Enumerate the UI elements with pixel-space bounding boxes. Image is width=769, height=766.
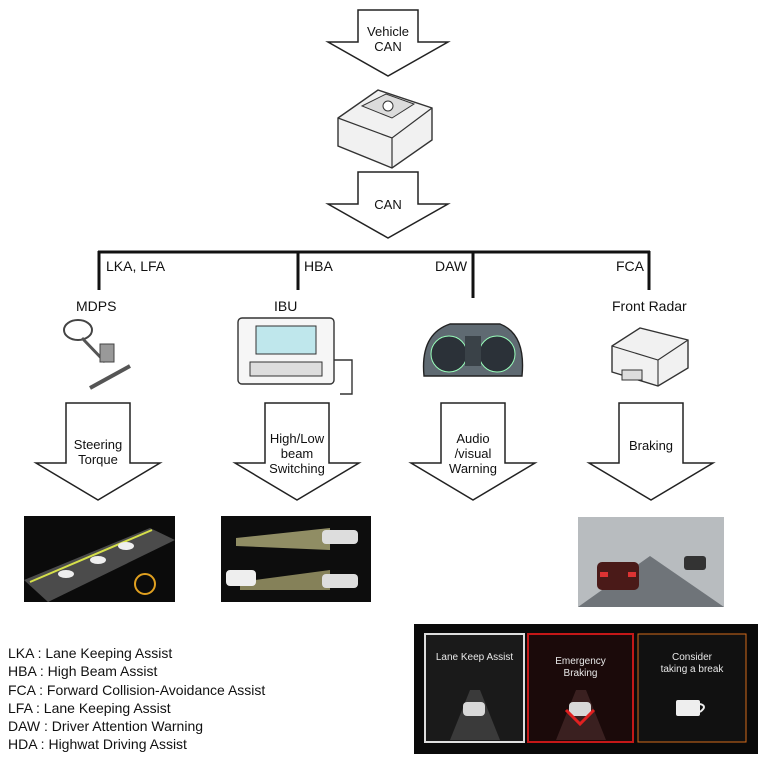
output-arrow-radar [586,402,716,501]
panel-lka-line1: Lane Keep Assist [435,652,514,663]
high-beam-image [221,516,371,602]
ibu-image [237,317,353,395]
instrument-cluster-image [422,323,524,377]
bus-label-lka-lfa: LKA, LFA [106,258,166,274]
vehicle-can-arrow [325,9,451,77]
abbreviation-legend: LKA : Lane Keeping Assist HBA : High Bea… [8,644,265,754]
legend-hda: HDA : Highwat Driving Assist [8,736,187,753]
output-daw-line2: /visual [454,446,492,461]
front-radar-image [611,327,689,387]
output-ibu-line3: Switching [269,461,325,476]
bus-label-daw: DAW [435,258,468,274]
panel-break-line2: taking a break [660,664,724,675]
output-daw-line3: Warning [449,461,497,476]
mdps-steering-image [63,319,131,390]
panel-take-a-break: Consider taking a break [638,652,746,676]
panel-braking-line1: Emergency [555,656,606,667]
output-mdps-line2: Torque [78,452,118,467]
vehicle-can-line1: Vehicle [367,24,409,39]
output-arrow-ibu [232,402,362,501]
legend-daw: DAW : Driver Attention Warning [8,718,204,735]
output-daw-line1: Audio [456,431,490,446]
unit-label-ibu: IBU [274,298,298,314]
panel-emergency-braking: Emergency Braking [528,656,633,680]
output-radar-line1: Braking [628,438,674,453]
panel-braking-line2: Braking [563,668,598,679]
legend-fca: FCA : Forward Collision-Avoidance Assist [8,681,266,698]
output-mdps-line1: Steering [73,437,123,452]
lane-keeping-image [24,516,175,602]
output-ibu-line2: beam [280,446,314,461]
cluster-warning-panel [414,624,758,754]
vehicle-can-label: Vehicle CAN [358,24,418,54]
controller-unit-image [337,89,433,169]
output-label-daw: Audio /visual Warning [437,431,509,476]
legend-lka: LKA : Lane Keeping Assist [8,645,173,661]
legend-hba: HBA : High Beam Assist [8,663,158,680]
output-ibu-line1: High/Low [269,431,325,446]
unit-label-front-radar: Front Radar [612,298,687,314]
can-label: CAN [374,197,402,212]
panel-break-line1: Consider [671,652,713,663]
bus-label-hba: HBA [304,258,333,274]
output-label-ibu: High/Low beam Switching [257,431,337,476]
vehicle-can-line2: CAN [374,39,402,54]
output-label-mdps: Steering Torque [62,437,134,467]
bus-label-fca: FCA [616,258,644,274]
output-arrow-daw [408,402,538,501]
braking-image [578,517,724,607]
can-arrow [325,171,451,239]
unit-label-mdps: MDPS [76,298,117,314]
panel-lane-keep-assist: Lane Keep Assist [425,652,524,664]
output-label-radar: Braking [615,438,687,453]
legend-lfa: LFA : Lane Keeping Assist [8,699,171,716]
output-arrow-mdps [33,402,163,501]
